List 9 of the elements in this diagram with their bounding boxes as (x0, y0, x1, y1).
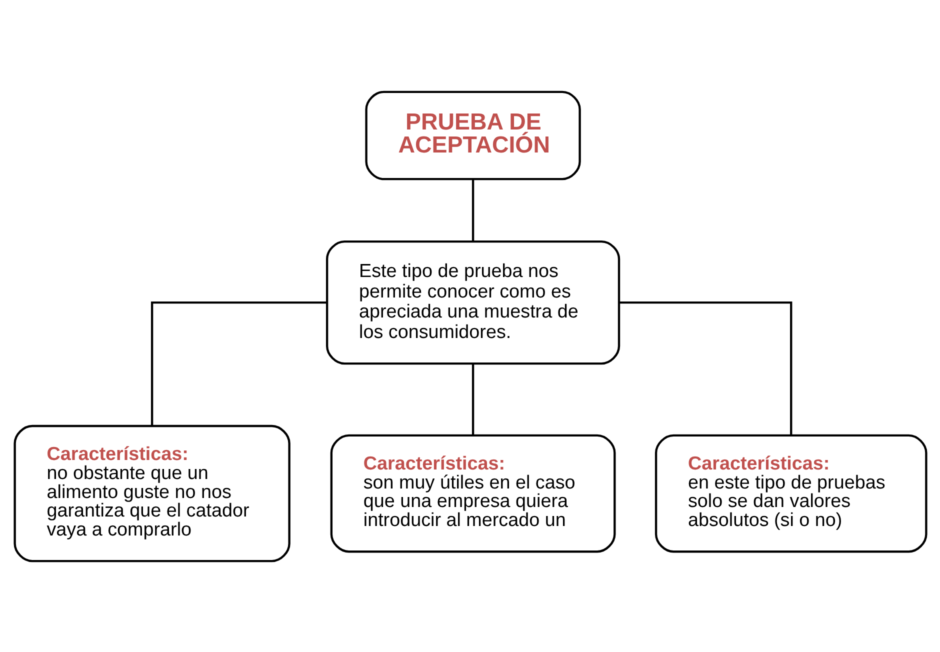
connector (471, 364, 474, 435)
connector (618, 300, 792, 435)
node-box: PRUEBA DE ACEPTACIÓN (364, 90, 580, 180)
node-box: Este tipo de prueba nos permite conocer como es apreciada una muestra de los consumidores. (325, 240, 620, 364)
connector (150, 300, 326, 426)
node-box: Características: no obstante que un alimento guste no nos garantiza que el catador vaya a comprarlo (13, 424, 290, 562)
node-box: Características: son muy útiles en el caso que una empresa quiera introducir al mercado un (330, 434, 616, 552)
connector (471, 178, 474, 241)
node-box: Características: en este tipo de pruebas solo se dan valores absolutos (si o no) (654, 434, 927, 552)
